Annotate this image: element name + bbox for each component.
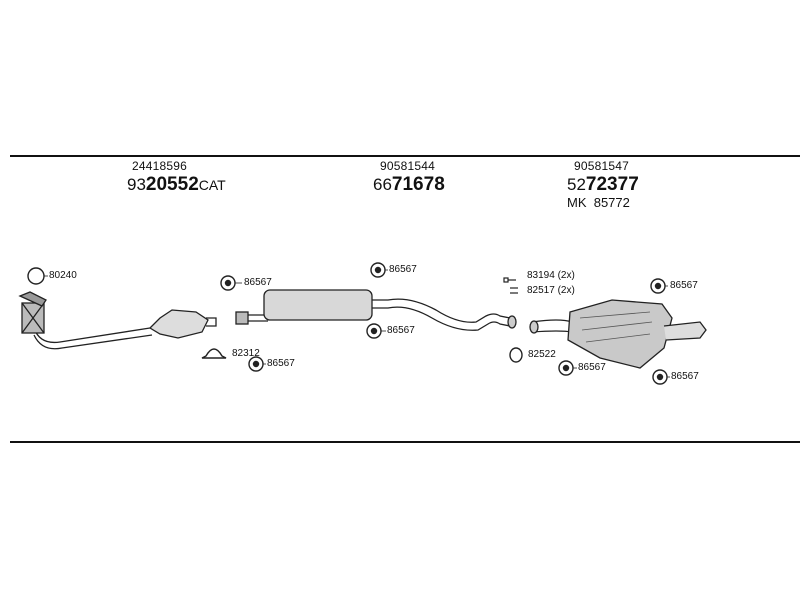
clamp-icon bbox=[201, 348, 227, 359]
reference-prefix: 52 bbox=[567, 175, 586, 194]
reference-suffix: CAT bbox=[198, 177, 226, 193]
reference-bold: 72377 bbox=[585, 174, 639, 195]
part-label: 86567 bbox=[244, 277, 272, 288]
part-number: 24418596 bbox=[132, 159, 187, 173]
part-label: 86567 bbox=[670, 280, 698, 291]
reference-bold: 20552 bbox=[145, 174, 199, 195]
reference-prefix: 93 bbox=[127, 175, 146, 194]
top-rule bbox=[10, 155, 800, 157]
part-label: 82517 (2x) bbox=[527, 285, 575, 296]
part-label: 86567 bbox=[578, 362, 606, 373]
reference-number: 5272377 bbox=[567, 175, 639, 194]
stud-icon bbox=[510, 287, 518, 294]
part-label: 82312 bbox=[232, 348, 260, 359]
part-number: 90581544 bbox=[380, 159, 435, 173]
bottom-rule bbox=[10, 441, 800, 443]
part-label: 86567 bbox=[387, 325, 415, 336]
part-number: 90581547 bbox=[574, 159, 629, 173]
gasket-icon bbox=[27, 267, 45, 285]
part-label: 86567 bbox=[389, 264, 417, 275]
part-label: 83194 (2x) bbox=[527, 270, 575, 281]
part-label: 86567 bbox=[267, 358, 295, 369]
reference-number: 9320552CAT bbox=[127, 175, 226, 194]
part-label: 82522 bbox=[528, 349, 556, 360]
middle-silencer-header: 90581544 6671678 bbox=[373, 160, 445, 194]
gasket-ring-icon bbox=[509, 347, 523, 363]
reference-bold: 71678 bbox=[391, 174, 445, 195]
part-label: 80240 bbox=[49, 270, 77, 281]
front-pipe-with-catalyst bbox=[18, 291, 217, 350]
rear-silencer-header: 90581547 5272377 MK 85772 bbox=[567, 160, 639, 209]
front-pipe-header: 24418596 9320552CAT bbox=[127, 160, 226, 194]
bolt-icon bbox=[503, 277, 516, 283]
part-label: 86567 bbox=[671, 371, 699, 382]
reference-number: 6671678 bbox=[373, 175, 445, 194]
rear-pipe-with-silencer bbox=[529, 299, 707, 369]
middle-pipe-with-silencer bbox=[235, 289, 517, 331]
kit-reference: MK 85772 bbox=[567, 195, 630, 210]
reference-prefix: 66 bbox=[373, 175, 392, 194]
